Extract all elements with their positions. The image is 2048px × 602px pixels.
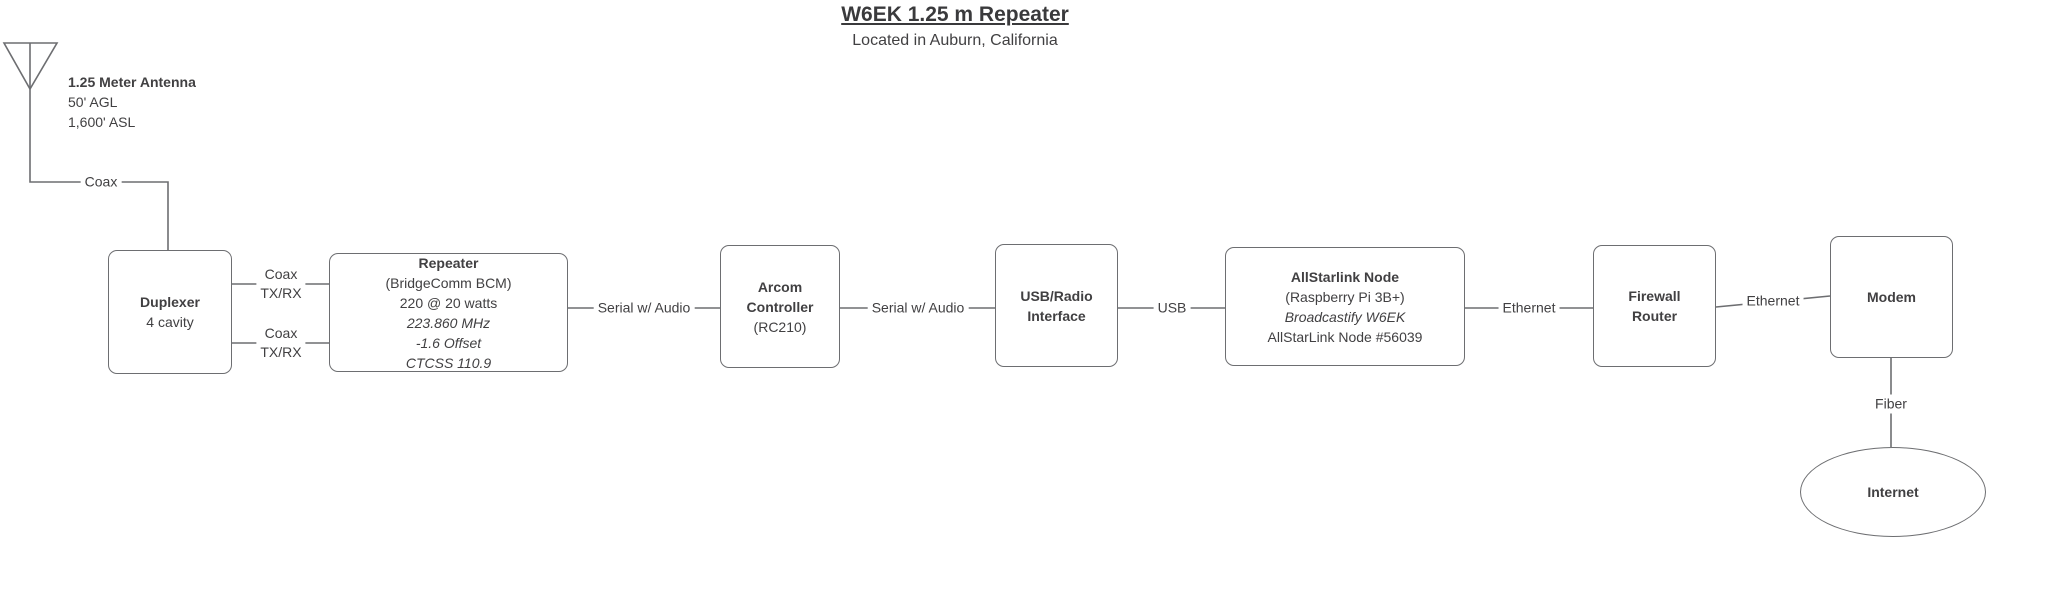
link-label-ethernet-1: Ethernet <box>1498 298 1560 318</box>
allstarlink-name: AllStarlink Node <box>1290 268 1400 285</box>
node-modem: Modem <box>1830 236 1953 358</box>
link-label-ethernet-2: Ethernet <box>1742 291 1804 311</box>
node-repeater: Repeater (BridgeComm BCM) 220 @ 20 watts… <box>329 253 568 372</box>
page-subtitle: Located in Auburn, California <box>852 32 1058 49</box>
firewall-name-line2: Router <box>1631 308 1678 324</box>
usb-radio-name-line2: Interface <box>1027 307 1086 324</box>
repeater-frequency: 223.860 MHz <box>406 314 491 331</box>
arcom-model: (RC210) <box>753 318 807 335</box>
link-label-serial-audio-1: Serial w/ Audio <box>593 298 695 318</box>
node-internet: Internet <box>1800 447 1986 537</box>
node-duplexer: Duplexer 4 cavity <box>108 250 232 374</box>
duplexer-detail: 4 cavity <box>146 314 194 330</box>
antenna-asl: 1,600' ASL <box>68 114 136 130</box>
repeater-power: 220 @ 20 watts <box>399 294 498 311</box>
link-label-serial-audio-2: Serial w/ Audio <box>867 298 969 318</box>
repeater-model: (BridgeComm BCM) <box>385 274 512 291</box>
antenna-info: 1.25 Meter Antenna 50' AGL 1,600' ASL <box>68 72 196 132</box>
firewall-name-line1: Firewall <box>1628 288 1681 304</box>
internet-name: Internet <box>1867 484 1919 500</box>
link-label-fiber: Fiber <box>1871 394 1911 414</box>
antenna-agl: 50' AGL <box>68 94 118 110</box>
arcom-name-line1: Arcom <box>757 278 803 295</box>
usb-radio-name-line1: USB/Radio <box>1020 287 1093 304</box>
modem-name: Modem <box>1867 289 1916 305</box>
node-allstarlink: AllStarlink Node (Raspberry Pi 3B+) Broa… <box>1225 247 1465 366</box>
link-label-coax: Coax <box>80 172 122 192</box>
node-arcom-controller: Arcom Controller (RC210) <box>720 245 840 368</box>
link-label-usb: USB <box>1153 298 1191 318</box>
link-label-coax-txrx-top: Coax TX/RX <box>256 265 306 303</box>
repeater-name: Repeater <box>418 254 479 271</box>
allstarlink-node-number: AllStarLink Node #56039 <box>1267 328 1423 345</box>
arcom-name-line2: Controller <box>746 298 814 315</box>
link-label-coax-txrx-bottom: Coax TX/RX <box>256 324 306 362</box>
duplexer-name: Duplexer <box>140 294 200 310</box>
node-usb-radio-interface: USB/Radio Interface <box>995 244 1118 367</box>
antenna-label: 1.25 Meter Antenna <box>68 74 196 90</box>
page-title: W6EK 1.25 m Repeater <box>841 3 1069 26</box>
node-firewall-router: Firewall Router <box>1593 245 1716 367</box>
allstarlink-stream: Broadcastify W6EK <box>1284 308 1406 325</box>
allstarlink-hardware: (Raspberry Pi 3B+) <box>1285 288 1405 305</box>
repeater-ctcss: CTCSS 110.9 <box>405 354 492 371</box>
repeater-offset: -1.6 Offset <box>415 334 482 351</box>
